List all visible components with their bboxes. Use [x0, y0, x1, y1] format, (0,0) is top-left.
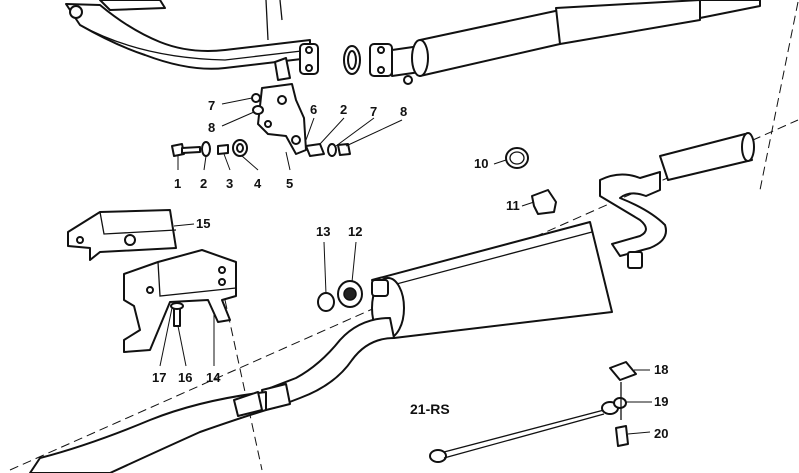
hardware-row [171, 93, 351, 157]
label-19: 19 [654, 394, 668, 409]
label-7-right: 7 [370, 104, 377, 119]
hanger-bracket-5[interactable] [257, 83, 307, 155]
ground-strap-21-rs[interactable] [429, 361, 637, 463]
washer [201, 141, 211, 157]
rear-silencer-assembly[interactable] [29, 132, 755, 473]
tailpipe-tip [659, 133, 753, 181]
bolt-20 [615, 425, 629, 447]
washer-top [252, 105, 264, 115]
label-12: 12 [348, 224, 362, 239]
bracket-15[interactable] [67, 209, 177, 261]
clamp-11 [531, 189, 557, 215]
front-pipe-assembly[interactable] [65, 0, 761, 85]
label-2-upper: 2 [340, 102, 347, 117]
spacer [217, 144, 229, 155]
label-1: 1 [174, 176, 181, 191]
label-14: 14 [206, 370, 221, 385]
flange-left [299, 43, 319, 75]
label-7-left: 7 [208, 98, 215, 113]
label-8-right: 8 [400, 104, 407, 119]
bushing-13 [317, 292, 335, 312]
label-11: 11 [506, 198, 520, 213]
label-20: 20 [654, 426, 668, 441]
label-3: 3 [226, 176, 233, 191]
label-8-left: 8 [208, 120, 215, 135]
nut [337, 143, 351, 156]
clip [305, 143, 325, 157]
front-muffler[interactable] [419, 9, 561, 77]
label-15: 15 [196, 216, 210, 231]
label-18: 18 [654, 362, 668, 377]
sealing-ring-10 [505, 147, 529, 169]
washer-17 [170, 302, 184, 310]
plate-18 [609, 361, 637, 381]
label-2-lower: 2 [200, 176, 207, 191]
rear-muffler[interactable] [371, 221, 613, 339]
bracket-14[interactable] [123, 249, 237, 353]
label-17: 17 [152, 370, 166, 385]
pipe-end-opening [69, 5, 83, 19]
label-4: 4 [254, 176, 262, 191]
label-5: 5 [286, 176, 293, 191]
nut-top [251, 93, 261, 103]
label-16: 16 [178, 370, 192, 385]
part-labels: 1 2 3 4 5 7 8 6 2 7 8 10 11 12 13 15 14 … [152, 98, 668, 441]
washer-19 [613, 397, 627, 409]
label-10: 10 [474, 156, 488, 171]
label-6: 6 [310, 102, 317, 117]
label-21-rs: 21-RS [410, 401, 450, 417]
leader-lines [159, 97, 652, 435]
small-parts [317, 147, 557, 312]
label-13: 13 [316, 224, 330, 239]
